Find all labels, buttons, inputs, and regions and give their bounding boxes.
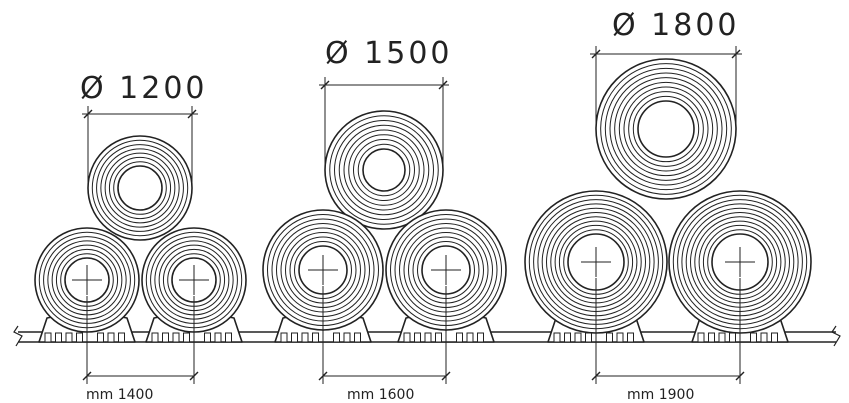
coil-top-winding xyxy=(614,77,718,181)
cradle-slot xyxy=(606,332,613,343)
diameter-label-1500: Ø 1500 xyxy=(325,36,453,71)
cradle-slot xyxy=(204,332,211,343)
spacing-dim-tick xyxy=(735,371,745,381)
coil-top-winding xyxy=(357,143,411,197)
diameter-tick xyxy=(438,80,448,90)
cradle-slot xyxy=(750,332,757,343)
cradle-slot xyxy=(55,332,62,343)
cradle-slot xyxy=(564,332,571,343)
cradle-slot xyxy=(97,332,104,343)
cradle-slot xyxy=(697,332,705,343)
coil-top-core xyxy=(117,165,163,211)
cradle-slot xyxy=(435,332,442,343)
spacing-dim-tick xyxy=(189,371,199,381)
spacing-dim-tick xyxy=(591,371,601,381)
spacing-label-1600: mm 1600 xyxy=(347,387,414,403)
coil-top-winding xyxy=(604,67,728,191)
cradle-slot xyxy=(172,332,180,343)
cradle-slot xyxy=(354,332,361,343)
coil-top-winding xyxy=(338,124,430,216)
cradle-slot xyxy=(771,332,778,343)
cradle-slot xyxy=(162,332,169,343)
break-mark-left xyxy=(13,325,23,347)
spacing-dim-tick xyxy=(318,371,328,381)
coil-top-winding xyxy=(628,91,704,167)
diameter-tick xyxy=(187,109,197,119)
coil-top-winding xyxy=(108,156,172,220)
cradle-slot xyxy=(312,332,319,343)
diameter-tick xyxy=(591,49,601,59)
cradle-slot xyxy=(280,332,288,343)
cradle-slot xyxy=(76,332,83,343)
coil-top-winding xyxy=(113,161,167,215)
cradle-slot xyxy=(183,332,190,343)
coil-top-winding xyxy=(353,139,415,201)
break-mark-right xyxy=(831,325,841,347)
coil-top-core xyxy=(362,148,406,192)
cradle-slot xyxy=(118,332,125,343)
coil-top-winding xyxy=(96,144,184,232)
coil-top-winding xyxy=(329,115,439,225)
cradle-slot xyxy=(343,332,351,343)
coil-top-winding xyxy=(623,86,709,172)
cradle-slot xyxy=(627,332,634,343)
coil-top-winding xyxy=(618,81,714,177)
diameter-label-1200: Ø 1200 xyxy=(80,71,208,106)
cradle-slot xyxy=(466,332,474,343)
cradle-slot xyxy=(225,332,232,343)
coil-top-winding xyxy=(104,152,176,224)
cradle-slot xyxy=(456,332,463,343)
diameter-tick xyxy=(731,49,741,59)
spacing-dim-tick xyxy=(441,371,451,381)
coil-top-winding xyxy=(609,72,723,186)
cradle-slot xyxy=(107,332,115,343)
cradle-slot xyxy=(301,332,309,343)
cradle-slot xyxy=(65,332,73,343)
coil-top-winding xyxy=(632,95,700,163)
cradle-slot xyxy=(708,332,715,343)
cradle-slot xyxy=(585,332,592,343)
cradle-slot xyxy=(477,332,484,343)
drawing-layer xyxy=(13,46,841,384)
coil-top-winding xyxy=(100,148,180,228)
coil-top-winding xyxy=(343,129,425,211)
coil-top-winding xyxy=(91,139,189,237)
diameter-tick xyxy=(83,109,93,119)
cradle-slot xyxy=(718,332,726,343)
diameter-label-1800: Ø 1800 xyxy=(612,8,740,43)
cradle-slot xyxy=(333,332,340,343)
spacing-label-1400: mm 1400 xyxy=(86,387,153,403)
cradle-slot xyxy=(44,332,52,343)
coil-top-winding xyxy=(348,134,420,206)
coil-top-core xyxy=(637,100,695,158)
cradle-slot xyxy=(291,332,298,343)
cradle-slot xyxy=(414,332,421,343)
cradle-slot xyxy=(424,332,432,343)
coil-top-winding xyxy=(334,120,434,220)
coil-top-winding xyxy=(600,63,732,195)
diameter-tick xyxy=(320,80,330,90)
cradle-slot xyxy=(760,332,768,343)
cradle-slot xyxy=(151,332,159,343)
cradle-slot xyxy=(616,332,624,343)
cradle-slot xyxy=(214,332,222,343)
cradle-slot xyxy=(729,332,736,343)
cradle-slot xyxy=(553,332,561,343)
spacing-dim-tick xyxy=(82,371,92,381)
cradle-slot xyxy=(403,332,411,343)
cradle-slot xyxy=(574,332,582,343)
spacing-label-1900: mm 1900 xyxy=(627,387,694,403)
